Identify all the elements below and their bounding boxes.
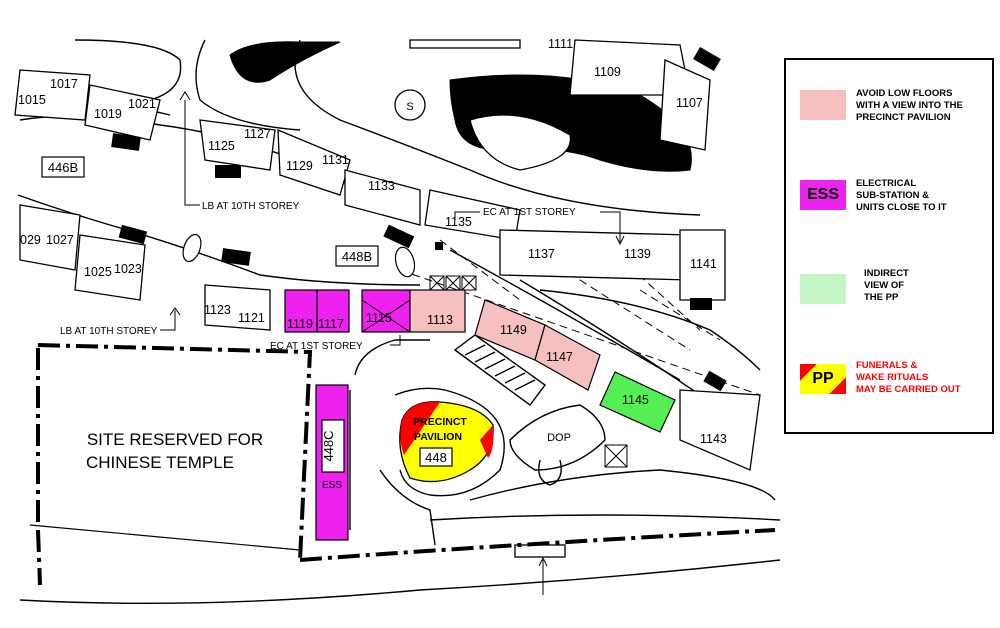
block-1027: 1027 [46,233,74,247]
legend-text-funerals: FUNERALS & WAKE RITUALS MAY BE CARRIED O… [856,360,961,395]
label-448b: 448B [342,249,372,264]
block-1133: 1133 [368,179,395,193]
hatched-boxes [361,275,628,468]
block-1135: 1135 [445,215,472,229]
block-1145-fill [599,371,676,433]
legend-swatch-pp: PP [800,364,846,394]
block-029: 029 [20,233,41,247]
block-1119-fill [284,289,318,333]
block-1147-fill [534,324,601,391]
label-448: 448 [425,450,447,465]
block-1147: 1147 [546,350,573,364]
block-1125: 1125 [208,139,235,153]
building-outlines [14,39,761,558]
block-1127: 1127 [244,127,271,141]
block-1143: 1143 [700,432,727,446]
block-1141: 1141 [690,257,717,271]
label-ess: ESS [322,480,342,491]
legend-swatch-pink [800,90,846,120]
black-markers [111,46,727,392]
leader-lines [160,91,625,595]
block-1149: 1149 [500,323,527,337]
block-1123: 1123 [204,303,231,317]
block-1107: 1107 [676,96,703,110]
block-1145: 1145 [622,393,649,407]
trees [182,233,416,278]
block-numbers: 1111 1109 1107 1017 1015 1019 1021 1125 … [18,37,727,446]
block-1119: 1119 [287,317,313,331]
block-1121: 1121 [238,311,265,325]
island [469,114,572,171]
legend-text-ess: ELECTRICAL SUB-STATION & UNITS CLOSE TO … [856,178,947,213]
pavilion-label-1: PRECINCT [413,416,467,428]
label-446b: 446B [48,160,78,175]
block-1025: 1025 [84,265,112,279]
label-s: S [406,101,413,113]
block-1021: 1021 [128,97,156,111]
legend-swatch-pp-label: PP [812,370,834,387]
map-legend: AVOID LOW FLOORS WITH A VIEW INTO THE PR… [784,58,994,434]
legend-swatch-ess-label: ESS [806,186,839,203]
legend-swatch-green [800,274,846,304]
block-1117-fill [316,289,350,333]
block-1113: 1113 [427,313,453,327]
block-1137: 1137 [528,247,555,261]
temple-label-2: CHINESE TEMPLE [86,453,234,472]
temple-site-boundary [36,343,776,586]
block-1019: 1019 [94,107,122,121]
legend-swatch-ess: ESS [800,180,846,210]
block-1131: 1131 [322,153,349,167]
legend-text-avoid: AVOID LOW FLOORS WITH A VIEW INTO THE PR… [856,88,963,123]
block-1115: 1115 [366,311,392,325]
block-1023: 1023 [114,262,142,276]
block-1111: 1111 [548,37,573,51]
block-1113-fill [409,289,466,333]
label-448c: 448C [321,430,336,461]
block-1129: 1129 [286,159,313,173]
block-1139: 1139 [624,247,651,261]
round-marker-s [394,89,426,121]
precinct-pavilion: PRECINCT PAVILION 448 [399,401,494,483]
block-1015: 1015 [18,93,46,107]
legend-text-indirect: INDIRECT VIEW OF THE PP [864,268,909,303]
block-1117: 1117 [318,317,344,331]
block-1017: 1017 [50,77,78,91]
temple-site-inner [29,524,301,551]
ec-label-top: EC AT 1ST STOREY [483,207,576,218]
lb-label-bottom: LB AT 10TH STOREY [60,326,158,337]
lb-label-top: LB AT 10TH STOREY [202,201,300,212]
label-dop: DOP [547,432,571,444]
temple-label-1: SITE RESERVED FOR [87,430,263,449]
block-1109: 1109 [594,65,621,79]
block-1115-fill [361,289,411,333]
pavilion-label-2: PAVILION [414,431,462,443]
ec-label-bottom: EC AT 1ST STOREY [270,341,363,352]
